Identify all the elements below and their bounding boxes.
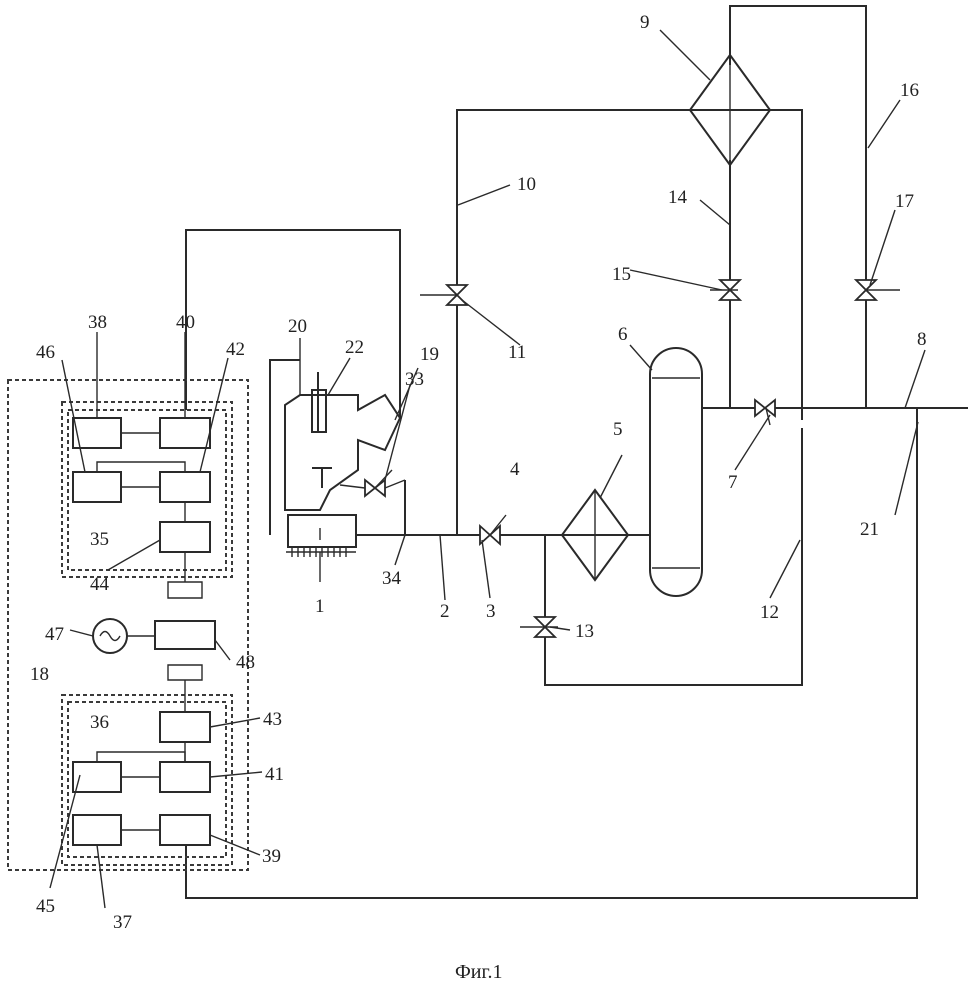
- block-41: [160, 762, 210, 792]
- pipelines: [186, 6, 968, 898]
- label-44: 44: [90, 574, 110, 595]
- label-7: 7: [728, 472, 738, 493]
- label-6: 6: [618, 324, 628, 345]
- label-9: 9: [640, 12, 650, 33]
- label-22: 22: [345, 337, 364, 358]
- label-40: 40: [176, 312, 195, 333]
- label-37: 37: [113, 912, 132, 933]
- label-19: 19: [420, 344, 439, 365]
- label-47: 47: [45, 624, 64, 645]
- label-48: 48: [236, 652, 255, 673]
- valve-15: [710, 280, 740, 300]
- label-20: 20: [288, 316, 307, 337]
- block-39: [160, 815, 210, 845]
- block-43: [160, 712, 210, 742]
- label-46: 46: [36, 342, 55, 363]
- label-18: 18: [30, 664, 49, 685]
- label-38: 38: [88, 312, 107, 333]
- label-4: 4: [510, 459, 520, 480]
- valve-4: [480, 515, 506, 544]
- label-34: 34: [382, 568, 402, 589]
- block-1: [288, 515, 356, 547]
- label-5: 5: [613, 419, 623, 440]
- label-15: 15: [612, 264, 631, 285]
- label-36: 36: [90, 712, 109, 733]
- label-3: 3: [486, 601, 496, 622]
- label-45: 45: [36, 896, 55, 917]
- label-2: 2: [440, 601, 450, 622]
- block-40: [160, 418, 210, 448]
- block-42: [160, 472, 210, 502]
- label-14: 14: [668, 187, 688, 208]
- label-13: 13: [575, 621, 594, 642]
- apparatus: [285, 55, 770, 596]
- label-11: 11: [508, 342, 526, 363]
- block-48: [155, 621, 215, 649]
- block-45: [73, 762, 121, 792]
- label-8: 8: [917, 329, 927, 350]
- label-1: 1: [315, 596, 325, 617]
- label-21: 21: [860, 519, 879, 540]
- figure-caption: Фиг.1: [455, 961, 502, 983]
- label-10: 10: [517, 174, 536, 195]
- block-46: [73, 472, 121, 502]
- valve-11: [420, 285, 467, 305]
- block-38: [73, 418, 121, 448]
- valve-17: [856, 280, 900, 300]
- label-35: 35: [90, 529, 109, 550]
- valve-7: [755, 400, 775, 425]
- valve-33: [365, 470, 392, 496]
- label-16: 16: [900, 80, 919, 101]
- label-17: 17: [895, 191, 914, 212]
- label-39: 39: [262, 846, 281, 867]
- valves: [365, 280, 900, 637]
- block-44: [160, 522, 210, 552]
- column-6: [650, 348, 702, 596]
- label-41: 41: [265, 764, 284, 785]
- label-42: 42: [226, 339, 245, 360]
- label-33: 33: [405, 369, 424, 390]
- block-37: [73, 815, 121, 845]
- control-system-18: [8, 380, 248, 870]
- label-12: 12: [760, 602, 779, 623]
- label-43: 43: [263, 709, 282, 730]
